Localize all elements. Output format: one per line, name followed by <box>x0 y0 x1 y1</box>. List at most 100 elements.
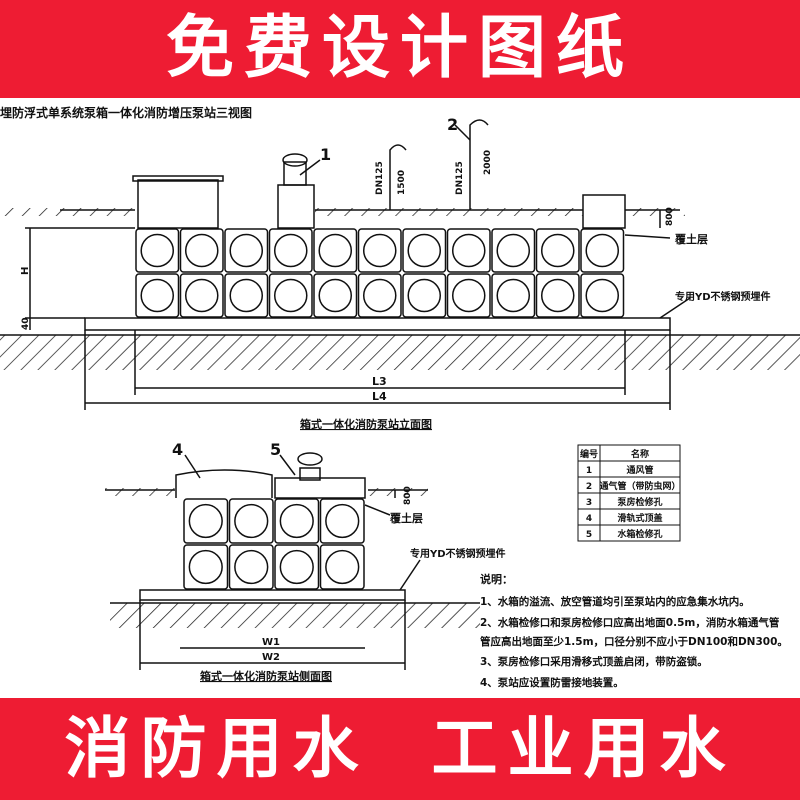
front-elevation <box>0 119 800 410</box>
tank-panel <box>228 544 274 590</box>
tank-panel-circle <box>234 503 269 539</box>
front-caption: 箱式一体化消防泵站立面图 <box>300 417 432 431</box>
tank-panel-circle <box>585 233 620 268</box>
tank-panel <box>179 273 224 318</box>
note-item: 管应高出地面至少1.5m，口径分别不应小于DN100和DN300。 <box>480 635 788 648</box>
dim-40: 40 <box>21 317 31 330</box>
tank-panel-circle <box>279 549 314 585</box>
tank-panel-circle <box>362 278 397 313</box>
legend-number: 编号 <box>580 448 598 460</box>
dim-800-side: 800 <box>403 486 413 505</box>
tank-panel <box>402 228 447 273</box>
notes: 说明： 1、水箱的溢流、放空管道均引至泵站内的应急集水坑内。 2、水箱检修口和泵… <box>480 572 788 689</box>
note-item: 2、水箱检修口和泵房检修口应高出地面0.5m，消防水箱通气管 <box>480 616 780 629</box>
bottom-banner: 消防用水 工业用水 <box>0 698 800 800</box>
engineering-drawing: 埋防浮式单系统泵箱一体化消防增压泵站三视图 1 2 DN125 1500 DN1… <box>0 105 800 689</box>
top-banner: 免费设计图纸 <box>0 0 800 98</box>
callout-5: 5 <box>270 440 281 459</box>
tank-panel <box>228 498 274 544</box>
legend-name: 通气管（带防虫网） <box>599 480 680 492</box>
legend-name: 通风管 <box>626 464 653 476</box>
tank-panel-circle <box>540 233 575 268</box>
legend-number: 5 <box>586 530 592 540</box>
tank-panel-circle <box>362 233 397 268</box>
callout-1: 1 <box>320 145 331 164</box>
tank-panel-circle <box>325 503 360 539</box>
dim-w1: W1 <box>262 637 280 648</box>
tank-panel <box>274 498 320 544</box>
legend-name: 泵房检修孔 <box>617 496 662 508</box>
tank-panel-circle <box>234 549 269 585</box>
tank-panel <box>402 273 447 318</box>
dim-h: H <box>20 267 31 275</box>
tank-panel-circle <box>229 233 264 268</box>
side-elevation <box>105 452 480 670</box>
tank-panel <box>183 544 229 590</box>
legend-name: 水箱检修孔 <box>617 528 662 540</box>
tank-panel-circle <box>325 549 360 585</box>
note-item: 1、水箱的溢流、放空管道均引至泵站内的应急集水坑内。 <box>480 595 750 608</box>
tank-panel-circle <box>273 278 308 313</box>
tank-panel <box>319 498 365 544</box>
tank-panel <box>224 273 269 318</box>
drawing-title: 埋防浮式单系统泵箱一体化消防增压泵站三视图 <box>0 105 252 120</box>
tank-panel <box>491 228 536 273</box>
tank-panel <box>179 228 224 273</box>
tank-panel <box>446 273 491 318</box>
tank-panel-circle <box>585 278 620 313</box>
legend-cell <box>599 524 681 542</box>
dim-l3: L3 <box>372 375 387 388</box>
tank-panel <box>580 228 625 273</box>
dim-2000: 2000 <box>483 150 493 175</box>
tank-panel <box>135 273 180 318</box>
note-item: 4、泵站应设置防雷接地装置。 <box>480 676 624 689</box>
legend-name: 滑轨式顶盖 <box>617 512 662 524</box>
tank-panel <box>535 273 580 318</box>
tank-panel-circle <box>407 278 442 313</box>
side-labels: 4 5 800 覆土层 专用YD不锈钢预埋件 W1 W2 箱式一体化消防泵站侧面… <box>172 440 506 683</box>
dim-1500: 1500 <box>397 170 407 195</box>
dn-label-2: DN125 <box>455 161 465 195</box>
dn-label-1: DN125 <box>375 161 385 195</box>
dim-l4: L4 <box>372 390 387 403</box>
legend-number: 1 <box>586 466 592 476</box>
legend-number: 4 <box>586 514 592 524</box>
tank-panel-circle <box>188 503 223 539</box>
dim-800: 800 <box>665 207 675 226</box>
tank-panel <box>135 228 180 273</box>
tank-panel-circle <box>140 233 175 268</box>
front-labels: 1 2 DN125 1500 DN125 2000 800 H 40 L3 L4… <box>20 115 771 431</box>
tank-panel <box>313 228 358 273</box>
callout-2: 2 <box>447 115 458 134</box>
tank-panel <box>357 228 402 273</box>
tank-panel-circle <box>229 278 264 313</box>
tank-panel <box>580 273 625 318</box>
tank-panel-circle <box>279 503 314 539</box>
legend-number: 2 <box>586 482 592 492</box>
legend-name: 名称 <box>631 448 649 460</box>
tank-panel-circle <box>318 278 353 313</box>
notes-title: 说明： <box>480 572 513 586</box>
tank-panel <box>274 544 320 590</box>
tank-panel <box>319 544 365 590</box>
tank-panel <box>491 273 536 318</box>
tank-panel-circle <box>184 278 219 313</box>
tank-panel <box>224 228 269 273</box>
tank-panel-circle <box>451 278 486 313</box>
tank-panel <box>446 228 491 273</box>
tank-panel <box>268 228 313 273</box>
tank-panel-circle <box>407 233 442 268</box>
tank-panel-circle <box>451 233 486 268</box>
soil-label: 覆土层 <box>675 232 708 246</box>
embed-label: 专用YD不锈钢预埋件 <box>675 290 771 303</box>
tank-panel-circle <box>496 278 531 313</box>
tank-panel-circle <box>496 233 531 268</box>
tank-panel-circle <box>273 233 308 268</box>
tank-panel-circle <box>184 233 219 268</box>
embed-label-side: 专用YD不锈钢预埋件 <box>410 547 506 560</box>
tank-panel-circle <box>188 549 223 585</box>
legend-table: 编号 名称 1 通风管 2 通气管（带防虫网） 3 泵房检修孔 4 滑轨式顶盖 5 水箱检修孔 <box>577 444 681 542</box>
legend-number: 3 <box>586 498 592 508</box>
callout-4: 4 <box>172 440 183 459</box>
side-caption: 箱式一体化消防泵站侧面图 <box>200 669 332 683</box>
